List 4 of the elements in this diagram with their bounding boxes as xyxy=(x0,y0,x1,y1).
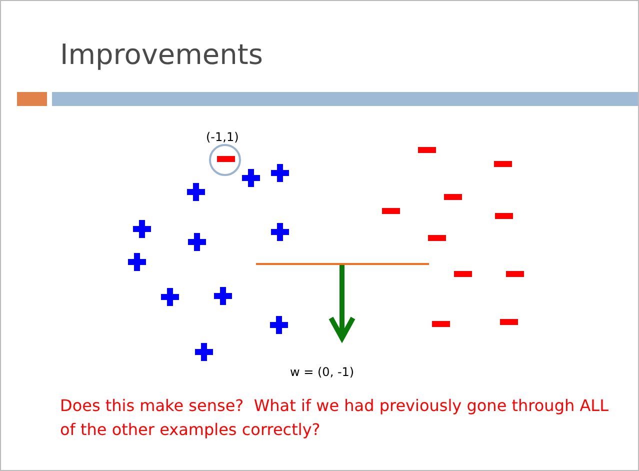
point-coordinate-label: (-1,1) xyxy=(206,129,239,146)
slide-title: Improvements xyxy=(60,38,263,71)
question-text: Does this make sense? What if we had previously gone through ALL of the other examples correctly? xyxy=(60,395,610,441)
weight-vector-label: w = (0, -1) xyxy=(290,364,354,381)
